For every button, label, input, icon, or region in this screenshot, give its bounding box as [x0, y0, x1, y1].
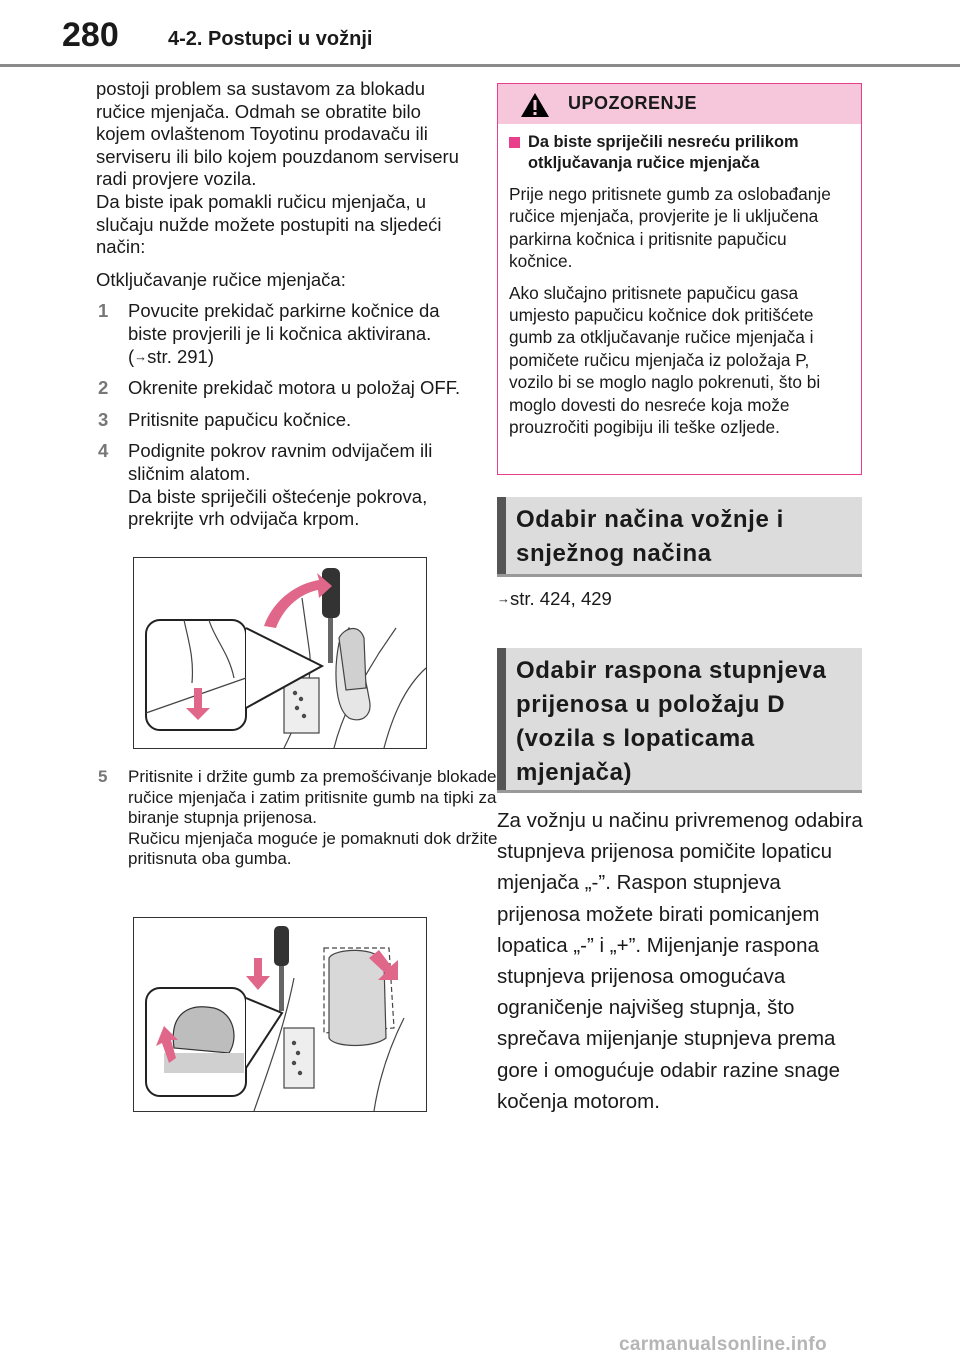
warning-triangle-icon: [521, 93, 549, 117]
figure-lift-cover: [133, 557, 427, 749]
left-column: postoji problem sa sustavom za blokadu r…: [96, 78, 466, 531]
step-note: Ručicu mjenjača moguće je pomaknuti dok …: [128, 828, 498, 869]
intro-paragraph-1: postoji problem sa sustavom za blokadu r…: [96, 78, 459, 190]
step-text: Okrenite prekidač motora u položaj OFF.: [128, 377, 461, 399]
section-heading-gear-range: Odabir raspona stupnjeva prijenosa u pol…: [497, 648, 862, 793]
step-2: 2 Okrenite prekidač motora u položaj OFF…: [96, 377, 466, 400]
intro-paragraph-2: Da biste ipak pomakli ručicu mjenjača, u…: [96, 190, 442, 258]
step-4: 4 Podignite pokrov ravnim odvijačem ili …: [96, 440, 466, 530]
watermark-text: carmanualsonline.info: [619, 1334, 827, 1355]
step-1: 1 Povucite prekidač parkirne kočnice da …: [96, 300, 466, 368]
warning-body: Da biste spriječili nesreću prilikom otk…: [498, 124, 861, 438]
step-number: 4: [98, 440, 109, 462]
page-number: 280: [62, 16, 119, 54]
page-header: 280 4-2. Postupci u vožnji: [0, 0, 960, 70]
header-divider: [0, 64, 960, 67]
step-number: 1: [98, 300, 109, 322]
step-5: 5 Pritisnite i držite gumb za premošćiva…: [96, 767, 503, 870]
gear-range-paragraph: Za vožnju u načinu privremenog odabira s…: [497, 809, 863, 1113]
step-number: 5: [98, 767, 108, 786]
warning-subtitle: Da biste spriječili nesreću prilikom otk…: [509, 132, 851, 174]
bullet-square-icon: [509, 137, 520, 148]
figure-shift-lever-release: [133, 917, 427, 1112]
step-text: Povucite prekidač parkirne kočnice da bi…: [128, 300, 440, 367]
step-number: 3: [98, 408, 109, 430]
warning-paragraph-2: Ako slučajno pritisnete papučicu gasa um…: [509, 282, 821, 438]
warning-title: UPOZORENJE: [568, 93, 698, 113]
warning-header: UPOZORENJE: [498, 84, 861, 124]
section-heading-drive-mode: Odabir načina vožnje i snježnog načina: [497, 497, 862, 577]
step-note: Da biste spriječili oštećenje pokrova, p…: [128, 485, 428, 530]
intro-paragraph-3: Otključavanje ručice mjenjača:: [96, 268, 346, 290]
step-text: Pritisnite i držite gumb za premošćivanj…: [128, 767, 497, 828]
page-reference-link[interactable]: str. 291): [134, 346, 214, 367]
section-title: 4-2. Postupci u vožnji: [168, 28, 373, 50]
step-text: Pritisnite papučicu kočnice.: [128, 408, 352, 430]
warning-paragraph-1: Prije nego pritisnete gumb za oslobađanj…: [509, 184, 831, 272]
step-number: 2: [98, 377, 109, 399]
page-reference-link[interactable]: str. 424, 429: [497, 588, 612, 610]
step-text: Podignite pokrov ravnim odvijačem ili sl…: [128, 440, 433, 484]
warning-box: UPOZORENJE Da biste spriječili nesreću p…: [497, 83, 862, 475]
step-3: 3 Pritisnite papučicu kočnice.: [96, 409, 466, 432]
